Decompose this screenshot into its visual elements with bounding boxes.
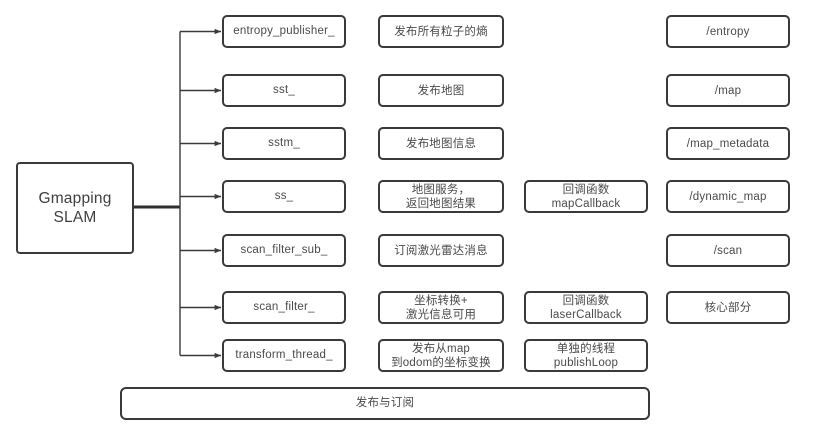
node-topic-row-4[interactable]: /dynamic_map — [666, 180, 790, 213]
node-member-row-2[interactable]: sst_ — [222, 74, 346, 107]
node-member-row-6[interactable]: scan_filter_ — [222, 291, 346, 324]
node-description-row-6[interactable]: 坐标转换+ 激光信息可用 — [378, 291, 504, 324]
node-mechanism-row-4[interactable]: 回调函数 mapCallback — [524, 180, 648, 213]
node-gmapping-slam[interactable]: Gmapping SLAM — [16, 162, 134, 254]
node-member-row-1[interactable]: entropy_publisher_ — [222, 15, 346, 48]
node-footer-publish-subscribe[interactable]: 发布与订阅 — [120, 387, 650, 420]
node-description-row-5[interactable]: 订阅激光雷达消息 — [378, 234, 504, 267]
node-topic-row-1[interactable]: /entropy — [666, 15, 790, 48]
node-topic-row-3[interactable]: /map_metadata — [666, 127, 790, 160]
node-description-row-3[interactable]: 发布地图信息 — [378, 127, 504, 160]
node-mechanism-row-6[interactable]: 回调函数 laserCallback — [524, 291, 648, 324]
node-description-row-1[interactable]: 发布所有粒子的熵 — [378, 15, 504, 48]
node-topic-row-2[interactable]: /map — [666, 74, 790, 107]
node-member-row-4[interactable]: ss_ — [222, 180, 346, 213]
node-mechanism-row-7[interactable]: 单独的线程 publishLoop — [524, 339, 648, 372]
node-member-row-7[interactable]: transform_thread_ — [222, 339, 346, 372]
node-member-row-3[interactable]: sstm_ — [222, 127, 346, 160]
node-member-row-5[interactable]: scan_filter_sub_ — [222, 234, 346, 267]
node-topic-row-6[interactable]: 核心部分 — [666, 291, 790, 324]
node-topic-row-5[interactable]: /scan — [666, 234, 790, 267]
node-description-row-4[interactable]: 地图服务， 返回地图结果 — [378, 180, 504, 213]
node-description-row-7[interactable]: 发布从map 到odom的坐标变换 — [378, 339, 504, 372]
node-description-row-2[interactable]: 发布地图 — [378, 74, 504, 107]
